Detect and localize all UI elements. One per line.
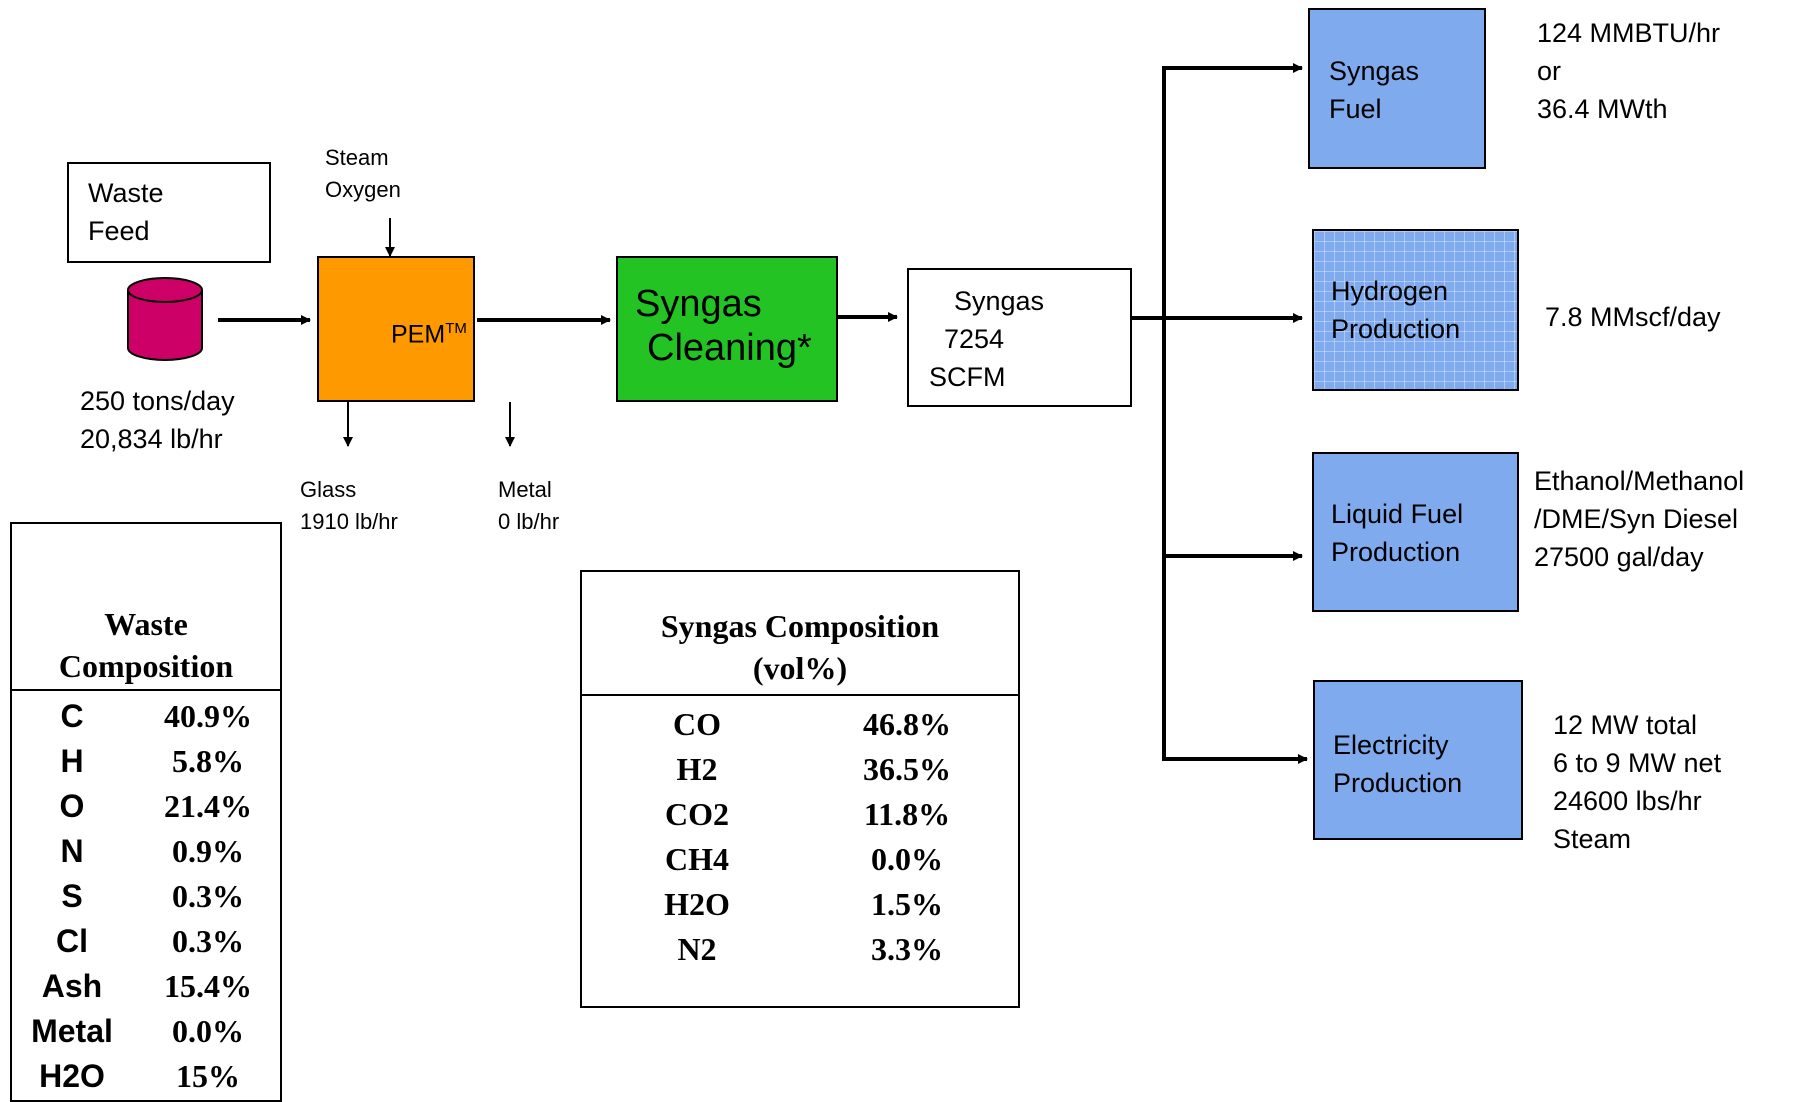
- pem-box: PEMTM: [317, 256, 475, 402]
- syngas-species-cell: CH4: [665, 841, 729, 877]
- syngas-value-cell: 0.0%: [871, 841, 943, 877]
- waste-value-cell: 0.3%: [172, 878, 244, 914]
- waste-element-cell: Metal: [31, 1013, 113, 1049]
- syngas-flow-value: 7254: [944, 324, 1005, 354]
- input-oxygen: Oxygen: [325, 177, 401, 202]
- syngas-output-box: Syngas 7254 SCFM: [907, 268, 1132, 407]
- metal-name: Metal: [498, 477, 552, 502]
- syngas-species-cell: H2: [676, 751, 718, 787]
- syngas-species-cell: CO: [673, 706, 721, 742]
- electricity-note-3: 24600 lbs/hr: [1553, 786, 1702, 816]
- syngas-flow-unit: SCFM: [929, 362, 1006, 392]
- waste-value-cell: 0.0%: [172, 1013, 244, 1049]
- syngas-value-cell: 11.8%: [863, 796, 951, 832]
- product-label-2: Production: [1333, 768, 1463, 798]
- product-label-2: Fuel: [1329, 94, 1382, 124]
- hydrogen-note: 7.8 MMscf/day: [1545, 302, 1721, 332]
- syngas-species-cell: H2O: [664, 886, 730, 922]
- glass-name: Glass: [300, 477, 357, 502]
- waste-feed-label-2: Feed: [88, 216, 150, 246]
- electricity-note-4: Steam: [1553, 824, 1632, 854]
- electricity-note-1: 12 MW total: [1553, 710, 1698, 740]
- syngas-value-cell: 36.5%: [863, 751, 951, 787]
- pem-label: PEMTM: [391, 320, 467, 349]
- waste-element-cell: Ash: [41, 968, 103, 1004]
- product-label-1: Liquid Fuel: [1331, 499, 1464, 529]
- waste-element-cell: S: [61, 878, 83, 914]
- waste-value-cell: 21.4%: [164, 788, 252, 824]
- waste-feed-box: Waste Feed: [67, 162, 271, 263]
- waste-table-title-2: Composition: [58, 648, 234, 684]
- syngas-value-cell: 1.5%: [871, 886, 943, 922]
- waste-element-cell: N: [60, 833, 84, 869]
- syngas-species-cell: CO2: [665, 796, 729, 832]
- syngas-table-title-2: (vol%): [752, 650, 848, 686]
- input-steam: Steam: [325, 145, 389, 170]
- product-label-1: Syngas: [1329, 56, 1420, 86]
- product-label-1: Hydrogen: [1331, 276, 1449, 306]
- product-label-1: Electricity: [1333, 730, 1449, 760]
- electricity-production-box: Electricity Production: [1313, 680, 1523, 840]
- feed-rate-tons: 250 tons/day: [80, 386, 235, 416]
- syngas-value-cell: 3.3%: [871, 931, 943, 967]
- waste-table-title-1: Waste: [104, 606, 188, 642]
- syngas-composition-table: Syngas Composition (vol%) CO 46.8% H2 36.5%…: [580, 570, 1020, 1008]
- metal-rate: 0 lb/hr: [498, 509, 560, 534]
- syngas-species-cell: N2: [677, 931, 717, 967]
- syngas-table-title-1: Syngas Composition: [660, 608, 940, 644]
- waste-element-cell: C: [60, 698, 84, 734]
- waste-element-cell: Cl: [56, 923, 88, 959]
- syngas-fuel-note-1: 124 MMBTU/hr: [1537, 18, 1721, 48]
- liquid-fuel-note-2: /DME/Syn Diesel: [1534, 504, 1739, 534]
- hydrogen-production-box: Hydrogen Production: [1312, 229, 1519, 391]
- liquid-fuel-production-box: Liquid Fuel Production: [1312, 452, 1519, 612]
- syngas-fuel-note-2: or: [1537, 56, 1562, 86]
- liquid-fuel-note-1: Ethanol/Methanol: [1534, 466, 1745, 496]
- syngas-value-cell: 46.8%: [863, 706, 951, 742]
- cleaning-label-1: Syngas: [635, 283, 762, 325]
- cleaning-label-2: Cleaning*: [647, 327, 812, 369]
- waste-value-cell: 0.3%: [172, 923, 244, 959]
- syngas-cleaning-box: Syngas Cleaning*: [616, 256, 838, 402]
- syngas-label: Syngas: [954, 286, 1045, 316]
- pem-trademark: TM: [445, 320, 467, 337]
- waste-value-cell: 15%: [176, 1058, 240, 1094]
- product-label-2: Production: [1331, 537, 1461, 567]
- waste-element-cell: H: [60, 743, 84, 779]
- syngas-fuel-box: Syngas Fuel: [1308, 8, 1486, 169]
- waste-element-cell: H2O: [39, 1058, 105, 1094]
- liquid-fuel-note-3: 27500 gal/day: [1534, 542, 1704, 572]
- waste-value-cell: 5.8%: [172, 743, 244, 779]
- waste-value-cell: 0.9%: [172, 833, 244, 869]
- waste-composition-table: Waste Composition C 40.9% H 5.8% O 21.4% N 0.9%…: [10, 522, 282, 1102]
- product-label-2: Production: [1331, 314, 1461, 344]
- glass-rate: 1910 lb/hr: [300, 509, 398, 534]
- electricity-note-2: 6 to 9 MW net: [1553, 748, 1722, 778]
- waste-cylinder-icon: [127, 277, 203, 361]
- waste-feed-label-1: Waste: [88, 178, 164, 208]
- feed-rate-lb: 20,834 lb/hr: [80, 424, 223, 454]
- waste-value-cell: 15.4%: [164, 968, 252, 1004]
- syngas-fuel-note-3: 36.4 MWth: [1537, 94, 1668, 124]
- waste-value-cell: 40.9%: [164, 698, 252, 734]
- waste-element-cell: O: [59, 788, 85, 824]
